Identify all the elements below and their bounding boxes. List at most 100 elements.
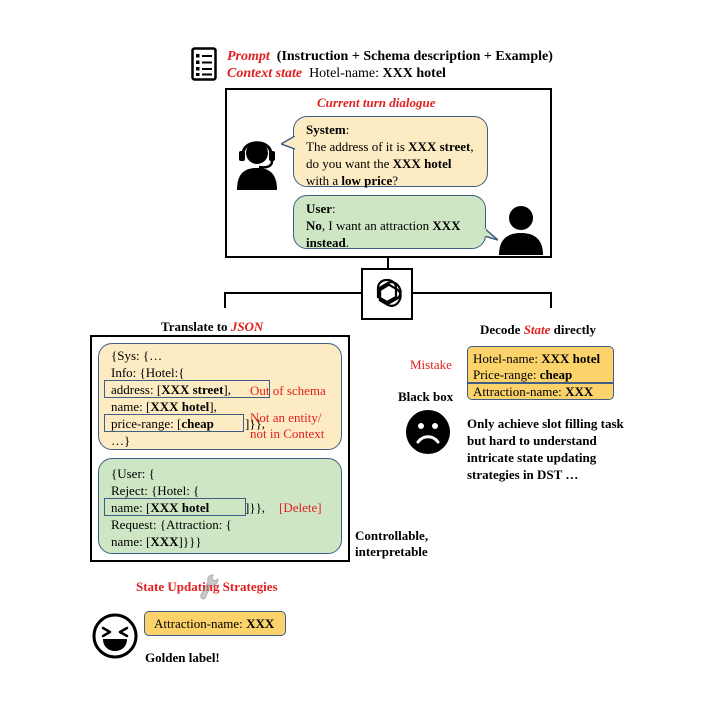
prompt-label: Prompt — [227, 49, 270, 64]
right-note-1: Only achieve slot filling task — [467, 416, 624, 431]
decoded-row-3: Attraction-name: XXX — [473, 383, 593, 400]
connector-right-drop — [550, 292, 552, 308]
context-prefix: Hotel-name: — [309, 66, 383, 81]
right-note-3: intricate state updating — [467, 450, 597, 465]
json-user-line-2: Reject: {Hotel: { — [111, 483, 200, 498]
user-attraction: XXX instead — [306, 218, 461, 250]
system-bubble: System: The address of it is XXX street,… — [293, 116, 488, 188]
json-request-end: ]}}} — [178, 534, 202, 549]
right-branch-title: Decode State directly — [480, 321, 596, 338]
json-reject-value: XXX hotel — [150, 500, 210, 515]
system-colon: : — [345, 122, 350, 137]
system-text-3: with a — [306, 173, 342, 188]
black-box-label: Black box — [398, 389, 454, 404]
decoded-row-divider — [467, 382, 614, 384]
user-no: No — [306, 218, 322, 233]
json-address-key: address: [ — [111, 382, 162, 397]
controllable-label-2: interpretable — [355, 544, 428, 559]
decoded-row-1-key: Hotel-name: — [473, 351, 542, 366]
left-branch-title-highlight: JSON — [230, 319, 264, 334]
dialogue-title: Current turn dialogue — [317, 95, 436, 110]
user-colon: : — [332, 201, 336, 216]
delete-note: [Delete] — [279, 500, 322, 515]
connector-vertical-top — [387, 258, 389, 268]
wrench-icon — [198, 573, 220, 603]
right-note-2: but hard to understand — [467, 433, 597, 448]
json-price-key: price-range: [ — [111, 416, 182, 431]
left-branch-title-prefix: Translate to — [161, 319, 231, 334]
sad-face-icon — [405, 409, 451, 455]
connector-left-drop — [224, 292, 226, 308]
user-bubble-tail — [484, 228, 498, 241]
prompt-line: Prompt (Instruction + Schema description… — [227, 48, 553, 65]
json-reject-key: name: [ — [111, 500, 151, 515]
json-address-value: XXX street — [161, 382, 224, 397]
decoded-row-2: Price-range: cheap — [473, 366, 572, 383]
json-price-box: price-range: [cheap — [104, 414, 244, 432]
chatgpt-logo-icon — [361, 268, 413, 320]
right-note-4: strategies in DST … — [467, 467, 579, 482]
dialogue-frame — [225, 88, 552, 258]
json-address-end: ], — [223, 382, 231, 397]
headset-person-icon — [233, 135, 281, 190]
system-text-2: , do you want the — [306, 139, 474, 171]
json-user-box — [98, 458, 342, 554]
json-sys-name: name: [XXX hotel], — [111, 398, 217, 415]
prompt-description: (Instruction + Schema description + Exam… — [276, 49, 553, 64]
decoded-row-3-value: XXX — [565, 384, 594, 399]
system-hotel: XXX hotel — [392, 156, 452, 171]
system-price: low price — [341, 173, 393, 188]
json-user-line-4: Request: {Attraction: { — [111, 517, 232, 532]
laughing-face-icon — [92, 613, 138, 659]
mistake-label: Mistake — [410, 357, 452, 372]
not-entity-note-2: not in Context — [250, 426, 325, 441]
json-user-line-1: {User: { — [111, 466, 155, 481]
decoded-row-1: Hotel-name: XXX hotel — [473, 350, 600, 367]
user-text-1: , I want an attraction — [321, 218, 433, 233]
json-reject-end: ]}}, — [245, 500, 266, 515]
right-branch-title-highlight: State — [523, 322, 551, 337]
person-icon — [497, 205, 545, 255]
out-of-schema-note: Out of schema — [250, 383, 326, 398]
context-line: Context state Hotel-name: XXX hotel — [227, 65, 446, 82]
system-text-4: ? — [392, 173, 399, 188]
json-user-line-5: name: [XXX]}}} — [111, 533, 202, 550]
golden-label: Golden label! — [145, 650, 220, 665]
json-sys-line-6: …} — [111, 433, 131, 448]
json-sys-line-2: Info: {Hotel:{ — [111, 365, 185, 380]
json-reject-name-box: name: [XXX hotel — [104, 498, 246, 516]
json-sys-line-1: {Sys: {… — [111, 348, 163, 363]
json-request-value: XXX — [150, 534, 179, 549]
json-frame — [90, 335, 350, 562]
json-price-end: ]}}, — [245, 416, 266, 431]
golden-state-box: Attraction-name: XXX — [144, 611, 286, 636]
right-branch-title-prefix: Decode — [480, 322, 524, 337]
decoded-row-3-key: Attraction-name: — [473, 384, 566, 399]
golden-state-value: XXX — [246, 616, 275, 631]
json-price-value: cheap — [181, 416, 214, 431]
json-sys-box — [98, 343, 342, 450]
json-name-value: XXX hotel — [150, 399, 210, 414]
golden-state-key: Attraction-name: — [154, 616, 247, 631]
right-branch-title-suffix: directly — [550, 322, 597, 337]
system-speaker: System — [306, 122, 346, 137]
not-entity-note-1: Not an entity/ — [250, 410, 322, 425]
system-street: XXX street — [408, 139, 471, 154]
json-address-box: address: [XXX street], — [104, 380, 270, 398]
context-label: Context state — [227, 66, 303, 81]
system-bubble-tail — [281, 136, 295, 150]
json-name-key: name: [ — [111, 399, 151, 414]
controllable-label-1: Controllable, — [355, 528, 429, 543]
decoded-row-2-value: cheap — [539, 367, 573, 382]
json-request-key: name: [ — [111, 534, 151, 549]
decoded-state-box — [467, 346, 614, 400]
json-name-end: ], — [209, 399, 217, 414]
left-branch-title: Translate to JSON — [161, 318, 263, 335]
decoded-row-2-key: Price-range: — [473, 367, 540, 382]
user-bubble: User: No, I want an attraction XXX inste… — [293, 195, 486, 250]
user-text-2: . — [345, 235, 349, 250]
decoded-row-1-value: XXX hotel — [541, 351, 601, 366]
user-speaker: User — [306, 201, 332, 216]
system-text-1: The address of it is — [306, 139, 409, 154]
document-list-icon — [191, 47, 217, 81]
